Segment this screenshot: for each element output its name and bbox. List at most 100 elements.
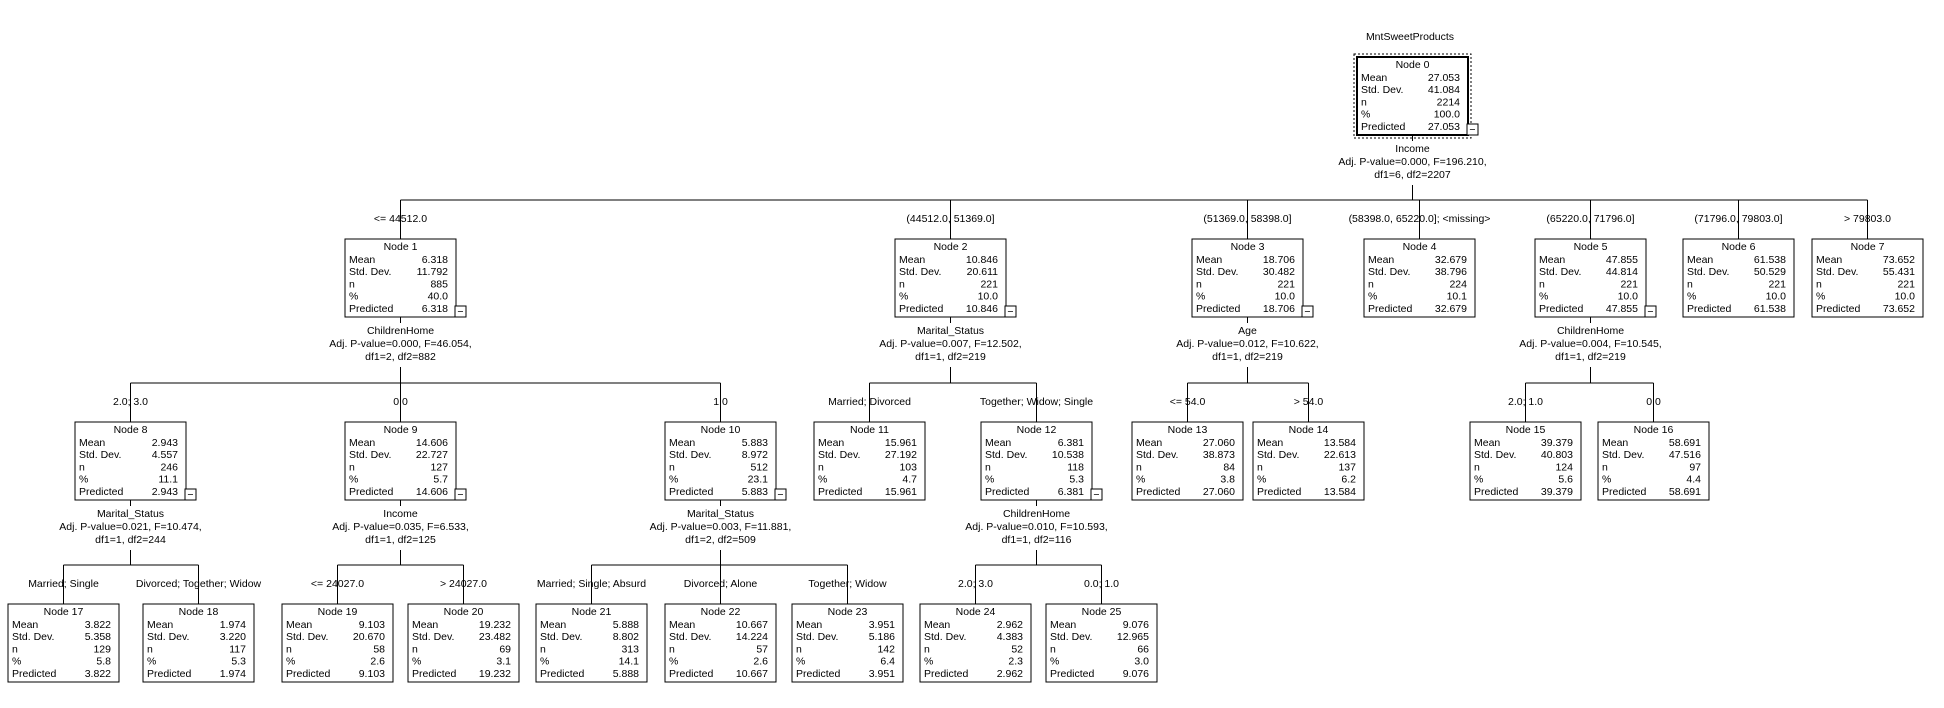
stat-value: 6.318 xyxy=(422,303,448,315)
collapse-button[interactable]: − xyxy=(1004,305,1017,318)
split-variable: Marital_Status xyxy=(917,325,984,337)
node-box xyxy=(894,238,1007,318)
stat-value: 12.965 xyxy=(1117,631,1149,643)
collapse-button[interactable]: − xyxy=(1090,488,1103,501)
node-title: Node 15 xyxy=(1506,424,1546,436)
node-box xyxy=(1469,421,1582,501)
stat-value: 5.883 xyxy=(742,437,768,449)
stat-value: 15.961 xyxy=(885,437,917,449)
stat-label: Mean xyxy=(286,619,312,631)
collapse-button[interactable]: − xyxy=(1644,305,1657,318)
stat-value: 32.679 xyxy=(1435,303,1467,315)
stat-value: 58 xyxy=(373,643,385,655)
node-title: Node 8 xyxy=(114,424,148,436)
stat-value: 118 xyxy=(1067,461,1084,473)
stat-value: 44.814 xyxy=(1606,266,1638,278)
tree-edges: <= 44512.0(44512.0, 51369.0](51369.0, 58… xyxy=(28,135,1891,604)
collapse-button[interactable]: − xyxy=(1466,123,1479,136)
collapse-button[interactable]: − xyxy=(184,488,197,501)
node-box xyxy=(281,603,394,683)
collapse-button[interactable]: − xyxy=(454,305,467,318)
stat-value: 27.060 xyxy=(1203,437,1235,449)
stat-label: n xyxy=(1687,278,1693,290)
stat-value: 47.516 xyxy=(1669,449,1701,461)
stat-value: 22.613 xyxy=(1324,449,1356,461)
stat-value: 84 xyxy=(1223,461,1235,473)
stat-label: Mean xyxy=(349,254,375,266)
collapse-button-box xyxy=(1644,305,1657,318)
node-box xyxy=(142,603,255,683)
node-title: Node 16 xyxy=(1634,424,1674,436)
stat-value: 58.691 xyxy=(1669,486,1701,498)
stat-label: Mean xyxy=(985,437,1011,449)
stat-label: n xyxy=(796,643,802,655)
stat-value: 8.972 xyxy=(742,449,768,461)
node-title: Node 9 xyxy=(384,424,418,436)
stat-label: Mean xyxy=(12,619,38,631)
stat-value: 30.482 xyxy=(1263,266,1295,278)
stat-label: n xyxy=(412,643,418,655)
collapse-button[interactable]: − xyxy=(1301,305,1314,318)
stat-value: 14.224 xyxy=(736,631,768,643)
split-info-background xyxy=(865,323,1036,367)
stat-label: n xyxy=(1257,461,1263,473)
stat-value: 10.0 xyxy=(1275,291,1296,303)
stat-label: % xyxy=(412,656,421,668)
collapse-minus-icon: − xyxy=(457,489,463,501)
stat-label: Predicted xyxy=(349,303,394,315)
stat-value: 58.691 xyxy=(1669,437,1701,449)
stat-label: % xyxy=(349,291,358,303)
collapse-button-box xyxy=(1090,488,1103,501)
branch-label: Married; Divorced xyxy=(828,396,911,408)
stat-label: n xyxy=(899,278,905,290)
split-info-background xyxy=(315,323,486,367)
stat-value: 40.0 xyxy=(428,291,449,303)
collapse-minus-icon: − xyxy=(1093,489,1099,501)
stat-value: 3.8 xyxy=(1220,474,1235,486)
stat-value: 10.0 xyxy=(1895,291,1916,303)
stat-label: n xyxy=(1136,461,1142,473)
stat-label: Predicted xyxy=(1602,486,1647,498)
stat-label: % xyxy=(1196,291,1205,303)
collapse-button[interactable]: − xyxy=(454,488,467,501)
collapse-button[interactable]: − xyxy=(774,488,787,501)
node-box xyxy=(535,603,648,683)
split-info-background xyxy=(1162,323,1333,367)
stat-value: 221 xyxy=(1897,278,1915,290)
node-title: Node 6 xyxy=(1722,241,1756,253)
stat-value: 3.951 xyxy=(869,619,895,631)
stat-value: 57 xyxy=(756,643,768,655)
collapse-button-box xyxy=(774,488,787,501)
stat-label: n xyxy=(79,461,85,473)
stat-value: 6.381 xyxy=(1058,486,1084,498)
